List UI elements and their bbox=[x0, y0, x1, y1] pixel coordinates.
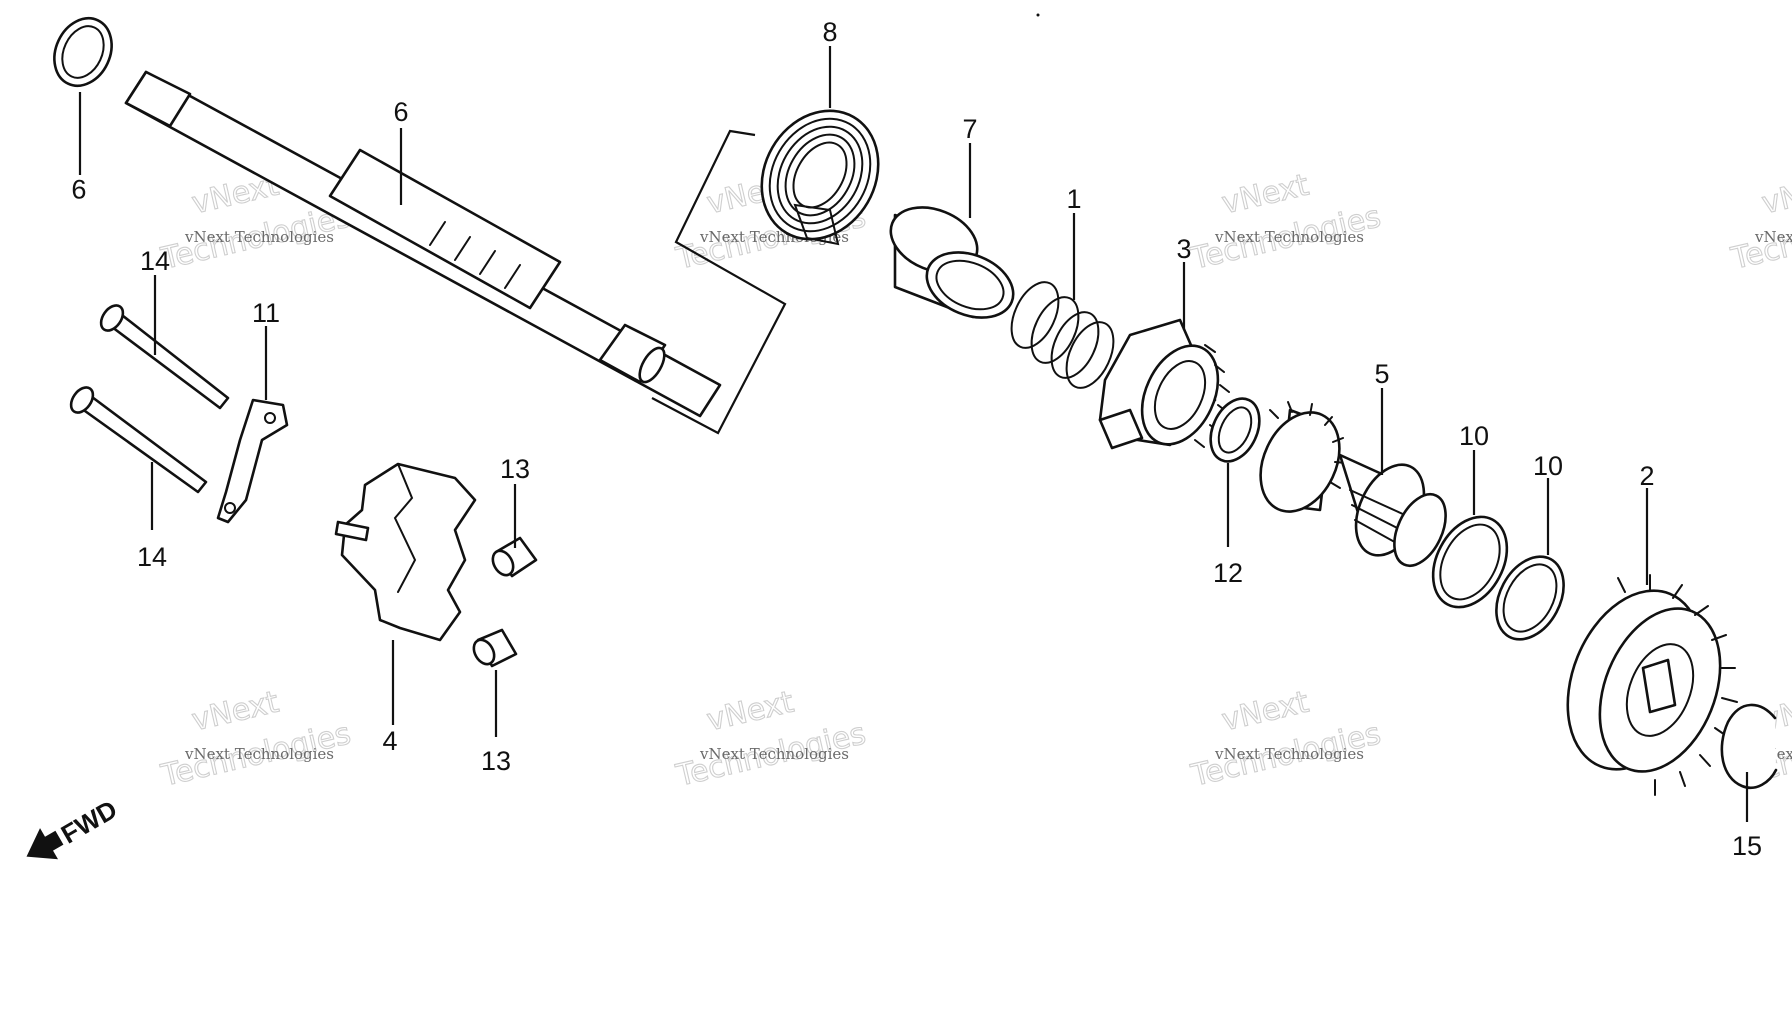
callout-4: 4 bbox=[382, 726, 397, 756]
part-1-ratchet-spring[interactable] bbox=[1002, 275, 1123, 395]
watermark-top-text: vNext bbox=[1759, 168, 1792, 222]
fwd-arrow-icon bbox=[26, 828, 64, 860]
callout-8: 8 bbox=[822, 17, 837, 47]
part-5-pinion-gear[interactable] bbox=[1245, 400, 1456, 574]
part-10-washer-b[interactable] bbox=[1483, 545, 1577, 651]
callout-14-a: 14 bbox=[140, 246, 170, 276]
part-14-pin-upper[interactable] bbox=[97, 301, 230, 410]
watermark-top-text: vNext bbox=[1219, 168, 1312, 222]
callout-10-a: 10 bbox=[1459, 421, 1489, 451]
part-8-spring[interactable] bbox=[739, 89, 901, 260]
part-14-pin-lower[interactable] bbox=[67, 383, 208, 494]
scan-dot bbox=[1036, 13, 1040, 17]
callout-5: 5 bbox=[1374, 359, 1389, 389]
callout-14-b: 14 bbox=[137, 542, 167, 572]
part-9-washer[interactable] bbox=[44, 9, 123, 95]
watermark-caption: vNext Technologies bbox=[184, 228, 334, 246]
watermark-top-text: vNext bbox=[704, 685, 797, 739]
fwd-label: FWD bbox=[56, 794, 122, 850]
part-6-spindle[interactable] bbox=[124, 70, 722, 418]
watermark-caption: vNext Technologies bbox=[184, 745, 334, 763]
watermark-caption: vNext Technologies bbox=[1214, 745, 1364, 763]
part-13-dowel-upper[interactable] bbox=[489, 536, 538, 579]
watermark-caption: vNext Technologies bbox=[699, 745, 849, 763]
callout-2: 2 bbox=[1639, 461, 1654, 491]
callout-6: 6 bbox=[393, 97, 408, 127]
watermark-caption: vNext Technologies bbox=[1214, 228, 1364, 246]
part-15-snap-ring[interactable] bbox=[1720, 703, 1778, 790]
callout-7: 7 bbox=[962, 114, 977, 144]
watermark-top-text: vNext bbox=[1219, 685, 1312, 739]
part-2-idle-gear[interactable] bbox=[1543, 571, 1743, 796]
part-12-washer[interactable] bbox=[1201, 391, 1269, 469]
part-11-stopper-plate[interactable] bbox=[216, 398, 289, 524]
fwd-direction-indicator: FWD bbox=[26, 794, 122, 860]
part-13-dowel-lower[interactable] bbox=[470, 628, 518, 668]
callout-11: 11 bbox=[252, 298, 280, 328]
callout-10-b: 10 bbox=[1533, 451, 1563, 481]
callout-3: 3 bbox=[1176, 234, 1191, 264]
part-4-starter-guide[interactable] bbox=[334, 462, 477, 642]
callout-15: 15 bbox=[1732, 831, 1762, 861]
callout-9: 9 bbox=[71, 174, 86, 204]
watermark-top-text: vNext bbox=[189, 685, 282, 739]
part-10-washer-a[interactable] bbox=[1418, 504, 1521, 620]
callout-13-b: 13 bbox=[481, 746, 511, 776]
part-3-ratchet[interactable] bbox=[1098, 318, 1233, 456]
part-7-collar[interactable] bbox=[881, 195, 1023, 329]
callout-12: 12 bbox=[1213, 558, 1243, 588]
callout-1: 1 bbox=[1066, 184, 1081, 214]
leader-spring-to-spindle bbox=[651, 129, 787, 435]
callout-13-a: 13 bbox=[500, 454, 530, 484]
watermark-caption: vNext Technologies bbox=[1754, 228, 1792, 246]
